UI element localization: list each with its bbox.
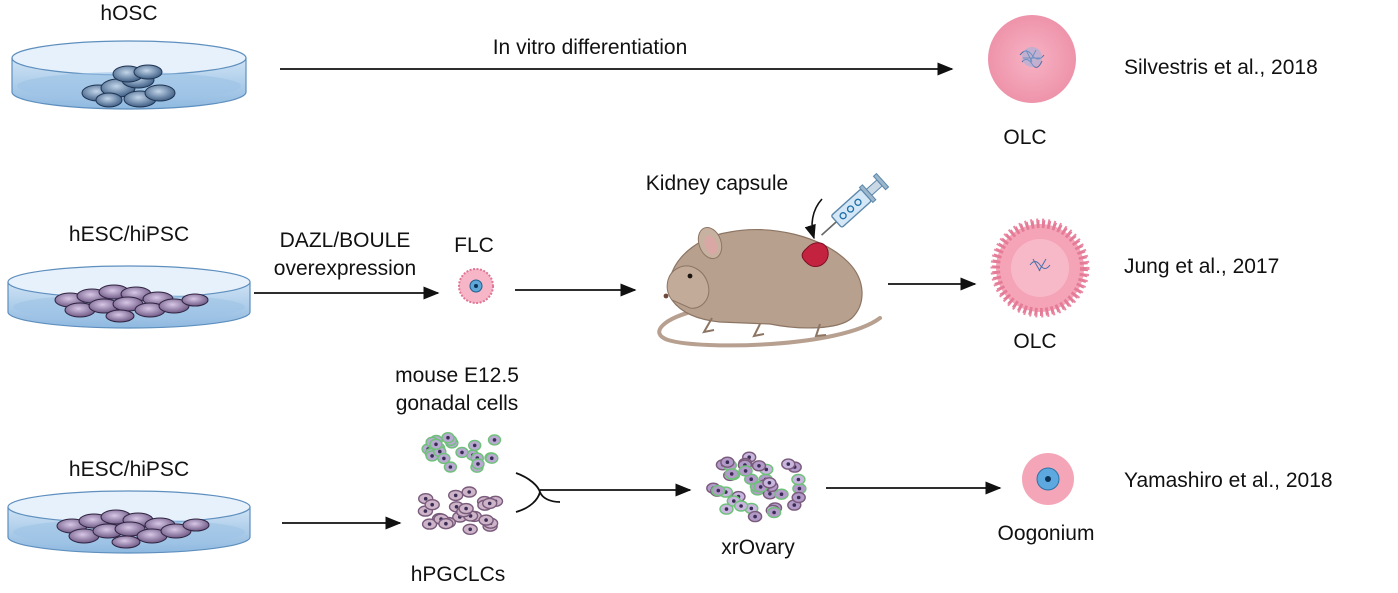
cluster-cell-nucleus (448, 465, 453, 469)
cluster-cell-nucleus (743, 469, 748, 473)
culture-dish-icon (7, 490, 251, 554)
cluster-cell-nucleus (716, 488, 721, 493)
cluster-cell-nucleus (753, 514, 757, 519)
cluster-cell-nucleus (768, 492, 772, 496)
cluster-cell-nucleus (454, 505, 459, 509)
cluster-cell-nucleus (729, 472, 734, 476)
step-label-row2-line1: DAZL/BOULE (279, 229, 411, 252)
cluster-cell-nucleus (484, 518, 488, 522)
site-label-row2: Kidney capsule (645, 172, 789, 195)
cluster-cell-nucleus (427, 522, 432, 526)
cluster-cell-nucleus (732, 499, 736, 503)
culture-dish-icon (7, 265, 251, 329)
citation-row3: Yamashiro et al., 2018 (1124, 469, 1333, 492)
cluster-cell-nucleus (749, 506, 754, 511)
cluster-cell-nucleus (767, 481, 772, 485)
intermediate-label-row2: FLC (454, 234, 494, 257)
result-label-row2: OLC (1013, 330, 1057, 353)
cluster-cell-nucleus (757, 464, 761, 468)
oocyte-icon (988, 15, 1076, 103)
cluster-cell-nucleus (739, 504, 743, 508)
source-label-row3: hESC/hiPSC (68, 458, 190, 481)
cell-cluster-icon (421, 432, 502, 473)
cluster-cell-nucleus (758, 485, 763, 489)
cluster-cell-nucleus (453, 493, 458, 498)
cluster-cell-nucleus (724, 507, 729, 511)
cluster-cell-nucleus (423, 496, 428, 501)
step-label-row1: In vitro differentiation (492, 36, 688, 59)
cluster-cell-nucleus (468, 527, 473, 532)
cell-cluster-icon (417, 486, 504, 535)
cell-cluster-icon (706, 451, 807, 523)
cluster-cell-nucleus (764, 467, 769, 472)
cluster-cell-nucleus (490, 456, 494, 461)
cluster-cell-nucleus (725, 460, 730, 465)
cluster-cell-nucleus (438, 449, 442, 454)
source-label-row2: hESC/hiPSC (68, 223, 190, 246)
cluster-cell-nucleus (492, 438, 497, 442)
source-label-row1: hOSC (100, 2, 158, 25)
citation-row1: Silvestris et al., 2018 (1124, 56, 1318, 79)
cluster-cell-nucleus (446, 435, 450, 440)
culture-dish-icon (11, 40, 247, 110)
cells-top-label-line1: mouse E12.5 (395, 364, 519, 387)
cluster-cell-nucleus (747, 455, 751, 460)
cluster-cell-nucleus (444, 521, 448, 526)
cluster-cell-nucleus (472, 443, 477, 448)
cluster-cell-nucleus (434, 442, 438, 447)
syringe-icon (821, 172, 890, 236)
site-pointer (804, 198, 823, 240)
kidney-icon (801, 242, 829, 267)
cluster-cell-nucleus (476, 462, 480, 466)
cluster-cell-nucleus (423, 509, 428, 513)
cluster-cell-nucleus (487, 501, 492, 506)
cells-bottom-label: hPGCLCs (410, 563, 506, 586)
cluster-cell-nucleus (464, 506, 468, 511)
result-label-row3: Oogonium (997, 522, 1095, 545)
cells-top-label-line2: gonadal cells (395, 392, 519, 415)
cluster-cell-nucleus (772, 510, 776, 515)
cluster-cell-nucleus (749, 477, 753, 482)
aggregate-label: xrOvary (721, 536, 795, 559)
cluster-cell-nucleus (796, 477, 801, 482)
step-label-row2-line2: overexpression (273, 257, 417, 280)
oocyte-icon (990, 218, 1090, 318)
cluster-cell-nucleus (792, 503, 797, 507)
cluster-cell-nucleus (797, 486, 802, 491)
cluster-cell-nucleus (467, 490, 472, 494)
cluster-cell-nucleus (430, 454, 434, 458)
citation-row2: Jung et al., 2017 (1124, 255, 1280, 278)
cluster-cell-nucleus (460, 450, 464, 455)
oocyte-icon (1022, 453, 1074, 505)
oocyte-icon (458, 268, 494, 304)
cluster-cell-nucleus (430, 502, 435, 507)
mouse-icon (657, 227, 882, 348)
cluster-cell-nucleus (442, 456, 446, 461)
cluster-cell-nucleus (796, 495, 801, 500)
result-label-row1: OLC (1003, 126, 1047, 149)
cluster-cell-nucleus (786, 462, 791, 466)
merge-connector (515, 472, 561, 513)
cluster-cell-nucleus (779, 492, 784, 497)
